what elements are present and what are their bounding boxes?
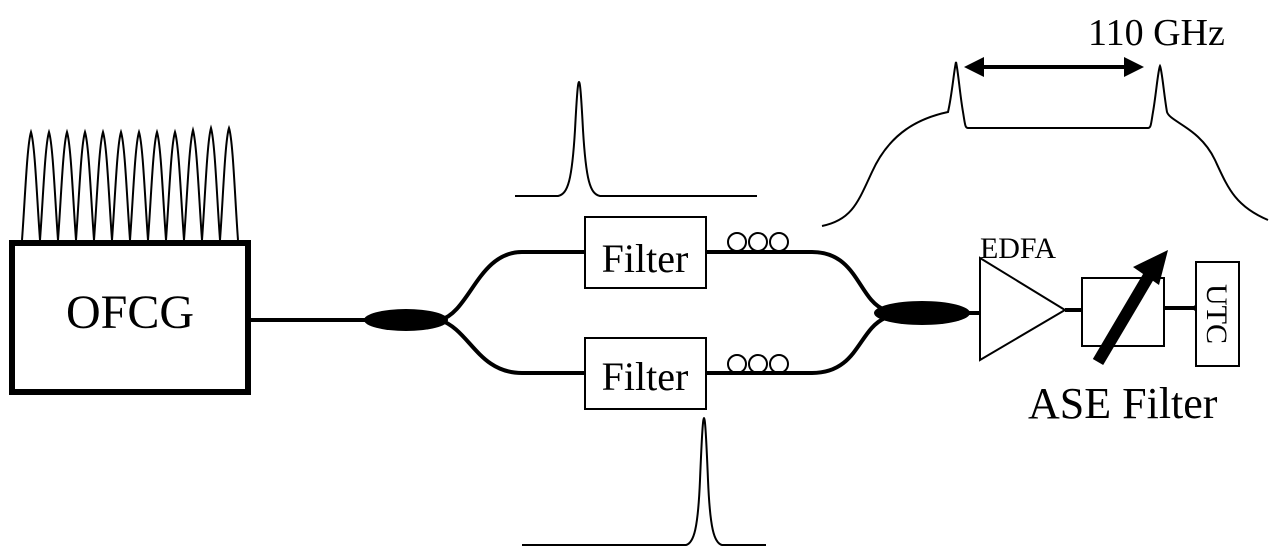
fiber-loop-bottom-2 <box>748 354 768 374</box>
comb-spectrum <box>21 124 239 241</box>
utc-box <box>1195 261 1240 367</box>
ase-filter-label: ASE Filter <box>1028 379 1218 428</box>
fiber-loop-top-1 <box>727 232 747 252</box>
edfa-amplifier <box>979 256 1067 362</box>
combiner-coupler <box>874 301 970 325</box>
fiber-loop-top-3 <box>769 232 789 252</box>
spacing-arrow-head-left <box>964 57 984 77</box>
filter-top-label: Filter <box>602 236 689 281</box>
ofcg-box <box>9 240 251 395</box>
fiber-arm-lower-in <box>439 318 585 375</box>
splitter-coupler <box>364 309 448 331</box>
ofcg-label: OFCG <box>66 286 194 339</box>
fiber-arm-upper-in <box>439 250 585 322</box>
fiber-arm-lower-out <box>706 316 886 375</box>
spacing-arrow-head-right <box>1124 57 1144 77</box>
utc-label: UTC <box>1200 284 1233 344</box>
fiber-loop-bottom-3 <box>769 354 789 374</box>
tunable-arrow-head <box>1133 250 1168 285</box>
filtered-line-spectrum-top <box>515 80 757 197</box>
filter-top-box <box>584 216 707 289</box>
tunable-arrow-shaft <box>1092 270 1156 366</box>
two-tone-spectrum <box>821 61 1269 227</box>
filter-bottom-label: Filter <box>602 354 689 399</box>
fiber-loop-top-2 <box>748 232 768 252</box>
edfa-label: EDFA <box>980 232 1056 265</box>
fiber-arm-upper-out <box>706 250 886 312</box>
filter-bottom-box <box>584 337 707 410</box>
filtered-line-spectrum-bottom <box>522 416 766 546</box>
spacing-label: 110 GHz <box>1088 12 1225 54</box>
fiber-loop-bottom-1 <box>727 354 747 374</box>
